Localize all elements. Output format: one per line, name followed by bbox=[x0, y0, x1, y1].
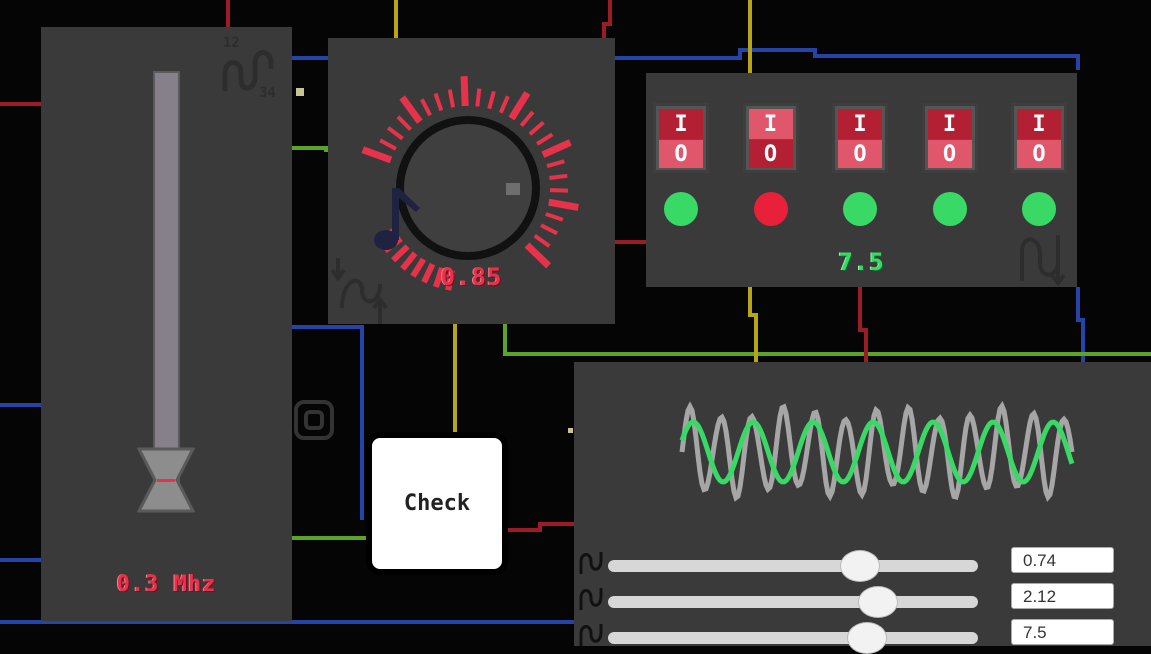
dial-tick bbox=[541, 225, 557, 233]
knob-panel: 0.85 bbox=[328, 38, 615, 324]
switch-off-label: O bbox=[659, 140, 703, 168]
frequency-slider-track[interactable] bbox=[153, 71, 180, 496]
switch-off-label: O bbox=[838, 140, 882, 168]
dial-tick bbox=[380, 140, 396, 149]
param-slider-handle[interactable] bbox=[847, 622, 887, 654]
dial-tick bbox=[393, 246, 407, 260]
switch-on-label: I bbox=[749, 109, 793, 139]
dial-tick bbox=[398, 117, 411, 130]
svg-text:12: 12 bbox=[223, 35, 240, 51]
wave-param-icon bbox=[577, 548, 605, 578]
switch-on-label: I bbox=[838, 109, 882, 139]
dial-tick bbox=[543, 142, 570, 154]
dial-tick bbox=[535, 236, 550, 246]
status-lamp-3 bbox=[843, 192, 877, 226]
param-slider-2[interactable] bbox=[608, 596, 978, 608]
param-value-field-3[interactable]: 7.5 bbox=[1011, 619, 1114, 645]
knob-readout: 0.85 bbox=[328, 263, 615, 291]
switch-on-label: I bbox=[659, 109, 703, 139]
dial-pointer bbox=[506, 183, 520, 195]
switch-on-label: I bbox=[928, 109, 972, 139]
dial-tick bbox=[477, 89, 479, 107]
dial-tick bbox=[549, 176, 567, 178]
switch-off-label: O bbox=[928, 140, 972, 168]
dial-tick bbox=[464, 76, 465, 106]
status-lamp-2 bbox=[754, 192, 788, 226]
wave-sort-icon: 12 34 bbox=[219, 29, 289, 99]
dial-tick bbox=[501, 96, 508, 113]
dial-tick bbox=[363, 150, 391, 160]
param-value-field-1[interactable]: 0.74 bbox=[1011, 547, 1114, 573]
switch-on-label: I bbox=[1017, 109, 1061, 139]
dial-tick bbox=[422, 99, 430, 115]
frequency-slider-panel: 12 34 0.3 Mhz bbox=[41, 27, 292, 621]
waveform-display bbox=[674, 392, 1084, 512]
dial-tick bbox=[521, 112, 533, 126]
param-value-field-2[interactable]: 2.12 bbox=[1011, 583, 1114, 609]
dial-tick bbox=[435, 93, 441, 110]
check-button[interactable]: Check bbox=[366, 432, 508, 575]
param-slider-3[interactable] bbox=[608, 632, 978, 644]
svg-text:34: 34 bbox=[259, 85, 276, 99]
param-slider-handle[interactable] bbox=[858, 586, 898, 618]
dial-tick bbox=[402, 97, 420, 121]
status-lamp-5 bbox=[1022, 192, 1056, 226]
frequency-slider-handle[interactable] bbox=[137, 447, 195, 513]
dial-tick bbox=[549, 202, 579, 207]
frequency-readout: 0.3 Mhz bbox=[41, 572, 292, 597]
dial-tick bbox=[450, 90, 453, 108]
param-slider-handle[interactable] bbox=[840, 550, 880, 582]
switch-total-readout: 7.5 bbox=[646, 248, 1077, 276]
dial-tick bbox=[537, 134, 552, 144]
param-slider-1[interactable] bbox=[608, 560, 978, 572]
dial-tick bbox=[546, 214, 563, 220]
status-lamp-1 bbox=[664, 192, 698, 226]
switch-off-label: O bbox=[1017, 140, 1061, 168]
waveform-panel: 0.74 2.12 7.5 bbox=[574, 362, 1151, 646]
dial-tick bbox=[511, 93, 527, 118]
dial-tick bbox=[489, 91, 494, 108]
wave-param-icon bbox=[577, 584, 605, 614]
switch-off-label: O bbox=[749, 140, 793, 168]
dial-tick bbox=[388, 128, 402, 139]
dial-tick bbox=[547, 161, 564, 166]
target-icon bbox=[296, 402, 332, 438]
dial-tick bbox=[530, 122, 544, 134]
status-lamp-4 bbox=[933, 192, 967, 226]
